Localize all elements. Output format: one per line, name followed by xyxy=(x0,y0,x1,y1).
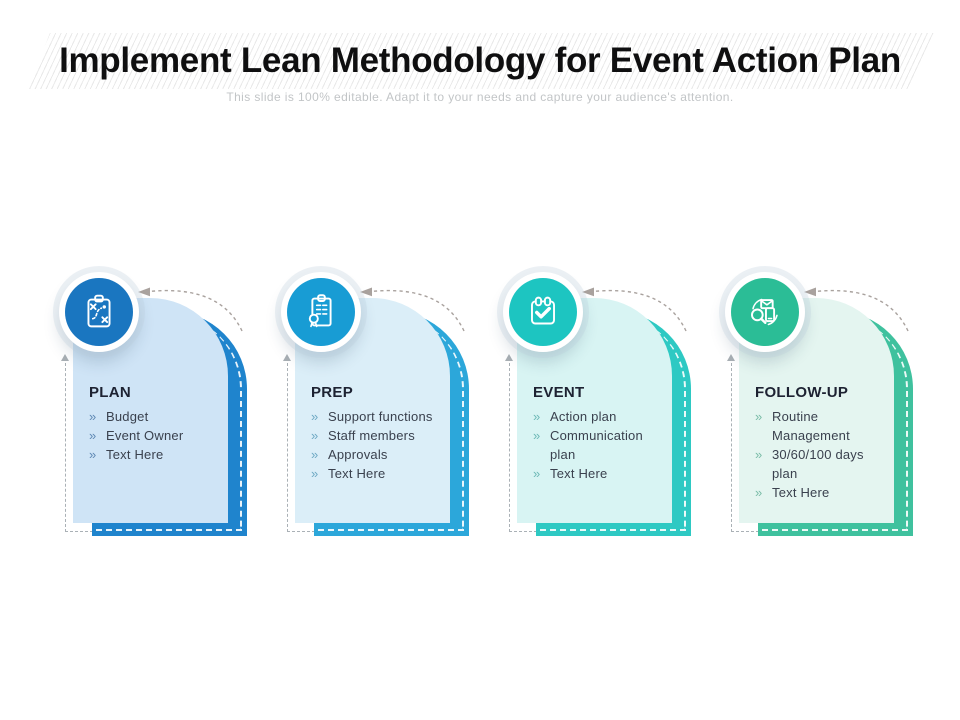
list-item-label: Budget xyxy=(106,409,149,424)
list-item-label: Text Here xyxy=(772,485,830,500)
list-item-label: Text Here xyxy=(328,466,386,481)
card-follow-up: FOLLOW-UP » Routine Management » 30/60/100… xyxy=(725,272,913,536)
curved-arrow-connector xyxy=(804,287,909,332)
curved-arrow-connector xyxy=(582,287,687,332)
card-title: PLAN xyxy=(89,384,132,401)
card-title: EVENT xyxy=(533,384,585,401)
list-item-label: Action plan xyxy=(550,409,617,424)
chevron-bullet: » xyxy=(311,466,319,481)
dashed-guide-line xyxy=(60,354,108,532)
list-item-label: Approvals xyxy=(328,447,388,462)
icon-badge-circle xyxy=(509,278,577,346)
chevron-bullet: » xyxy=(89,409,97,424)
icon-badge xyxy=(725,272,805,352)
list-item-label: Communication plan xyxy=(550,428,643,462)
list-item: » Approvals xyxy=(311,445,443,464)
chevron-bullet: » xyxy=(533,428,541,443)
list-item: » Support functions xyxy=(311,407,443,426)
dashed-guide-line xyxy=(504,354,552,532)
list-item: » 30/60/100 days plan xyxy=(755,445,887,483)
chevron-bullet: » xyxy=(755,409,763,424)
icon-badge xyxy=(503,272,583,352)
list-item-label: Text Here xyxy=(106,447,164,462)
list-item-label: Routine Management xyxy=(772,409,850,443)
curved-arrow-connector xyxy=(138,287,243,332)
chevron-bullet: » xyxy=(311,428,319,443)
chevron-bullet: » xyxy=(311,447,319,462)
card-title: FOLLOW-UP xyxy=(755,384,849,401)
list-item: » Staff members xyxy=(311,426,443,445)
chevron-bullet: » xyxy=(311,409,319,424)
list-item: » Budget xyxy=(89,407,221,426)
list-item: » Action plan xyxy=(533,407,665,426)
list-item-label: Event Owner xyxy=(106,428,184,443)
strategy-clipboard-icon xyxy=(87,294,111,328)
icon-badge-circle xyxy=(287,278,355,346)
slide-subtitle: This slide is 100% editable. Adapt it to… xyxy=(226,90,734,104)
card-event: EVENT » Action plan » Communication plan »… xyxy=(503,272,691,536)
list-item: » Event Owner xyxy=(89,426,221,445)
chevron-bullet: » xyxy=(89,428,97,443)
list-item: » Text Here xyxy=(311,464,443,483)
list-item-label: Staff members xyxy=(328,428,415,443)
icon-badge xyxy=(281,272,361,352)
card-plan: PLAN » Budget » Event Owner » Text Here xyxy=(59,272,247,536)
dashed-guide-line xyxy=(282,354,330,532)
list-item: » Text Here xyxy=(89,445,221,464)
list-item: » Text Here xyxy=(533,464,665,483)
curved-arrow-connector xyxy=(360,287,465,332)
icon-badge xyxy=(59,272,139,352)
calendar-check-icon xyxy=(531,296,555,325)
page-title: Implement Lean Methodology for Event Act… xyxy=(59,41,901,80)
chevron-bullet: » xyxy=(755,447,763,462)
list-item: » Text Here xyxy=(755,483,887,502)
list-item-label: 30/60/100 days plan xyxy=(772,447,864,481)
card-title: PREP xyxy=(311,384,354,401)
chevron-bullet: » xyxy=(533,466,541,481)
list-item-label: Support functions xyxy=(328,409,433,424)
chevron-bullet: » xyxy=(89,447,97,462)
title-hatch-band: Implement Lean Methodology for Event Act… xyxy=(27,33,936,89)
dashed-guide-line xyxy=(726,354,774,532)
list-item-label: Text Here xyxy=(550,466,608,481)
list-item: » Routine Management xyxy=(755,407,887,445)
list-item: » Communication plan xyxy=(533,426,665,464)
chevron-bullet: » xyxy=(533,409,541,424)
icon-badge-circle xyxy=(731,278,799,346)
icon-badge-circle xyxy=(65,278,133,346)
document-ribbon-icon xyxy=(308,294,332,328)
chevron-bullet: » xyxy=(755,485,763,500)
magnifier-review-icon xyxy=(751,298,778,326)
card-prep: PREP » Support functions » Staff members »… xyxy=(281,272,469,536)
